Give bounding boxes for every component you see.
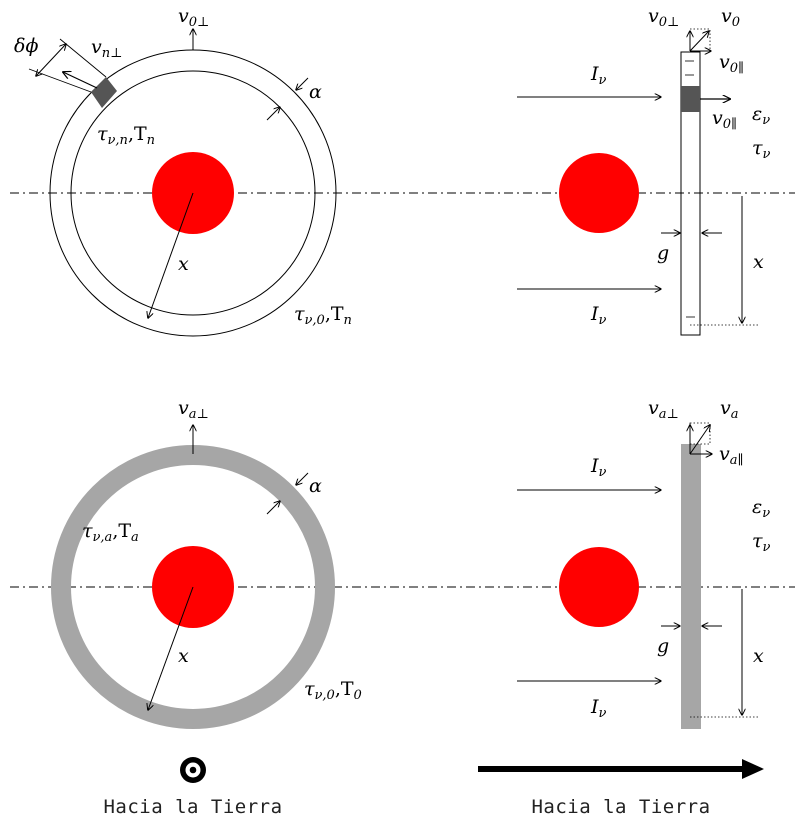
caption-right: Hacia la Tierra: [531, 796, 710, 818]
alpha-arrow-in: [266, 107, 280, 121]
alpha-arrow-out: [296, 472, 309, 485]
top-left-panel: δϕ vn⊥ v0⊥ α τν,n,Tn x τν,0,Tn: [14, 5, 352, 337]
slab-outline: [680, 51, 701, 336]
x-label: x: [753, 645, 764, 667]
gray-slab: [681, 444, 701, 729]
g-label: g: [657, 635, 669, 657]
gray-ring: [51, 445, 335, 729]
alpha-label: α: [309, 475, 322, 497]
inner-ring-edge: [70, 70, 316, 316]
toward-earth-arrow: [478, 759, 764, 779]
alpha-arrow-in: [266, 501, 280, 515]
intensity-label-top: Iν: [590, 455, 607, 480]
tau-nu-a-label: τν,a,Ta: [82, 520, 139, 545]
bottom-right-panel: va⊥ va va∥ εν τν Iν Iν g x: [517, 397, 771, 729]
v0-par-label-top: v0∥: [719, 51, 744, 76]
intensity-label-bottom: Iν: [590, 696, 607, 721]
tau-nu-n-label: τν,n,Tn: [97, 123, 155, 148]
v0-perp-label: v0⊥: [178, 5, 209, 30]
va-perp-label: va⊥: [648, 397, 679, 422]
bottom-left-panel: va⊥ α τν,a,Ta x τν,0,T0: [51, 397, 362, 729]
radius-x-label: x: [178, 253, 189, 275]
intensity-label-top: Iν: [590, 63, 607, 88]
slab-cell: [681, 86, 700, 112]
ring-cell: [91, 77, 117, 108]
radius-x-label: x: [178, 645, 189, 667]
top-right-panel: v0⊥ v0 v0∥ v0∥ εν τν Iν Iν g x: [517, 5, 771, 336]
va-perp-label: va⊥: [178, 397, 209, 422]
v0-perp-label: v0⊥: [648, 5, 679, 30]
epsilon-label: εν: [752, 496, 770, 521]
tau-nu-0-label: τν,0,Tn: [294, 303, 352, 328]
alpha-label: α: [309, 81, 322, 103]
star: [559, 153, 639, 233]
radius-x-arrow: [148, 586, 194, 710]
v0-label: v0: [721, 5, 740, 30]
delta-phi-label: δϕ: [14, 35, 38, 57]
vn-perp-label: vn⊥: [91, 36, 122, 61]
g-label: g: [657, 242, 669, 264]
tau-nu-0-label: τν,0,T0: [304, 678, 362, 703]
va-arrow: [689, 425, 710, 455]
x-label: x: [753, 251, 764, 273]
caption-left: Hacia la Tierra: [103, 796, 282, 818]
va-par-label: va∥: [719, 443, 744, 468]
radius-x-arrow: [148, 192, 194, 318]
tau-label: τν: [752, 530, 771, 555]
alpha-arrow-out: [296, 77, 309, 90]
va-label: va: [720, 397, 739, 422]
vn-perp-arrow: [63, 72, 98, 89]
epsilon-label: εν: [752, 103, 770, 128]
velocity-box: [689, 422, 711, 445]
v0-arrow: [689, 31, 709, 52]
v0-par-label-cell: v0∥: [712, 107, 737, 132]
star: [559, 547, 639, 627]
intensity-label-bottom: Iν: [590, 303, 607, 328]
toward-earth-symbol: [180, 757, 206, 783]
delta-phi-arrow: [36, 44, 66, 76]
tau-label: τν: [752, 137, 771, 162]
